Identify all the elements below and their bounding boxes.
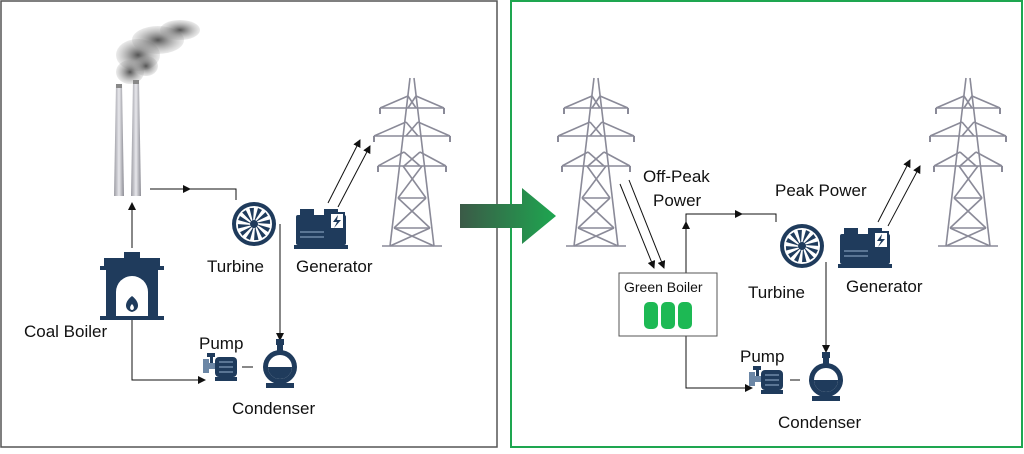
turbine-label: Turbine [748, 283, 805, 302]
pump-label: Pump [740, 347, 784, 366]
smokestack-icon [114, 80, 141, 196]
off-peak-label-line1: Off-Peak [643, 167, 710, 186]
coal-boiler-label: Coal Boiler [24, 322, 107, 341]
pump-label: Pump [199, 334, 243, 353]
generator-icon [293, 208, 349, 250]
turbine-icon [232, 202, 276, 246]
transition-arrow-icon [460, 188, 556, 244]
off-peak-label-line2: Power [653, 191, 702, 210]
condenser-label: Condenser [232, 399, 316, 418]
turbine-label: Turbine [207, 257, 264, 276]
green-boiler-label: Green Boiler [624, 279, 703, 295]
generator-label: Generator [846, 277, 923, 296]
generator-icon [837, 227, 893, 269]
battery-cells-icon [644, 302, 692, 329]
smoke-icon [116, 20, 200, 84]
peak-power-label: Peak Power [775, 181, 867, 200]
generator-label: Generator [296, 257, 373, 276]
turbine-icon [780, 224, 824, 268]
right-flow-lines [619, 159, 921, 392]
left-flow-lines [128, 139, 371, 384]
coal-boiler-icon [100, 252, 164, 320]
condenser-label: Condenser [778, 413, 862, 432]
